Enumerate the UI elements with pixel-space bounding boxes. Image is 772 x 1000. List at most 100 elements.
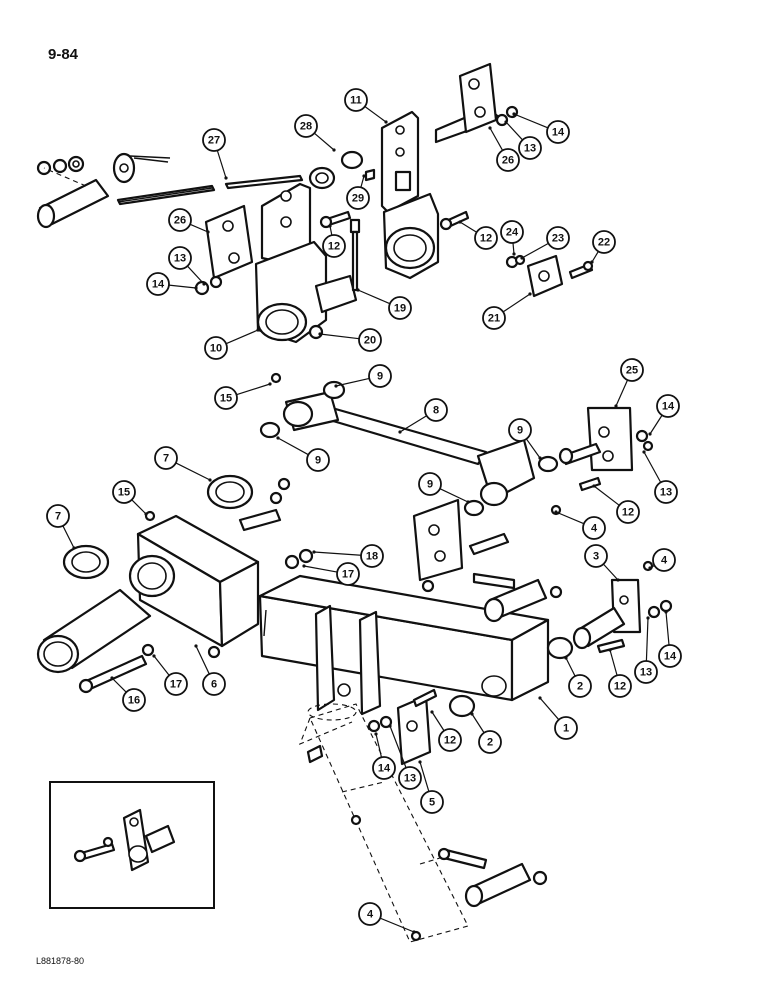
part-callout: 12	[608, 648, 632, 698]
callout-circle	[154, 446, 178, 470]
callout-number: 22	[598, 237, 610, 249]
callout-leader-tip	[152, 654, 156, 658]
part-callout: 23	[520, 226, 570, 260]
callout-leader-tip	[564, 656, 568, 660]
callout-leader-line	[131, 499, 147, 515]
callout-circle	[202, 672, 226, 696]
callout-number: 8	[433, 405, 439, 417]
callout-circle	[372, 756, 396, 780]
callout-circle	[204, 336, 228, 360]
plate-5	[367, 688, 438, 766]
part-callout: 25	[614, 358, 644, 408]
callout-circle	[424, 398, 448, 422]
callout-circle	[358, 328, 382, 352]
callout-number: 14	[152, 279, 165, 291]
plate-21-hardware	[505, 254, 594, 298]
callout-leader-tip	[318, 332, 322, 336]
callout-leader-line	[153, 655, 170, 676]
callout-leader-line	[379, 917, 415, 933]
callout-number: 7	[163, 453, 169, 465]
callout-circle	[654, 480, 678, 504]
callout-number: 23	[552, 233, 564, 245]
callout-circle	[546, 226, 570, 250]
callout-leader-tip	[646, 616, 650, 620]
callout-leader-tip	[616, 578, 620, 582]
part-callout: 13	[168, 246, 206, 286]
part-callout: 15	[112, 480, 148, 516]
callout-leader-line	[431, 711, 445, 732]
callout-leader-tip	[276, 436, 280, 440]
callout-number: 2	[487, 737, 493, 749]
part-callout: 14	[146, 272, 198, 296]
callout-leader-line	[513, 113, 549, 129]
callout-leader-tip	[208, 478, 212, 482]
callout-number: 27	[208, 135, 220, 147]
part-callout: 9	[334, 364, 392, 388]
callout-circle	[202, 128, 226, 152]
bolt-16	[78, 643, 155, 694]
callout-leader-tip	[664, 610, 668, 614]
callout-circle	[546, 120, 570, 144]
plate-25	[558, 406, 654, 492]
callout-circle	[346, 186, 370, 210]
callout-circle	[656, 394, 680, 418]
figure-code: L881878-80	[36, 956, 85, 966]
callout-leader-line	[643, 451, 662, 483]
pin-lower	[437, 847, 548, 908]
callout-leader-line	[375, 733, 383, 758]
callout-number: 17	[342, 569, 354, 581]
callout-leader-line	[313, 551, 362, 556]
part-callout: 12	[430, 710, 462, 752]
callout-leader-line	[360, 175, 365, 188]
main-frame-1	[258, 574, 550, 716]
callout-number: 5	[429, 797, 435, 809]
callout-leader-line	[313, 132, 335, 151]
callout-leader-tip	[384, 120, 388, 124]
callout-leader-line	[236, 383, 271, 396]
part-callout: 16	[110, 676, 146, 712]
callout-number: 9	[315, 455, 321, 467]
part-callout: 19	[356, 288, 412, 320]
part-callout: 27	[202, 128, 228, 180]
callout-leader-tip	[648, 432, 652, 436]
callout-leader-line	[555, 511, 585, 525]
callout-number: 18	[366, 551, 378, 563]
callout-leader-tip	[504, 120, 508, 124]
nuts-upper-left	[194, 275, 324, 340]
callout-leader-tip	[328, 224, 332, 228]
mount-plate-center	[412, 498, 516, 593]
callout-leader-tip	[72, 546, 76, 550]
callout-circle	[344, 88, 368, 112]
callout-leader-line	[168, 284, 197, 289]
callout-leader-line	[175, 462, 211, 481]
callout-leader-line	[609, 649, 618, 676]
callout-leader-tip	[458, 220, 462, 224]
part-callout: 13	[504, 120, 542, 160]
bracket-10	[254, 182, 358, 344]
callout-leader-tip	[470, 712, 474, 716]
part-callout: 2	[564, 656, 592, 698]
callout-leader-line	[615, 379, 629, 407]
callout-leader-tip	[224, 176, 228, 180]
callout-leader-tip	[206, 230, 210, 234]
callout-number: 4	[591, 523, 598, 535]
callout-circle	[592, 230, 616, 254]
part-callout: 20	[318, 328, 382, 352]
callout-leader-tip	[356, 288, 360, 292]
callout-circle	[608, 674, 632, 698]
part-callout: 17	[152, 654, 188, 696]
callout-leader-line	[665, 611, 670, 646]
part-callout: 3	[584, 544, 620, 582]
callout-leader-tip	[614, 404, 618, 408]
part-callout: 14	[648, 394, 680, 436]
callout-number: 15	[220, 393, 232, 405]
bracket-11	[380, 110, 440, 280]
callout-circle	[168, 246, 192, 270]
callout-leader-line	[195, 645, 210, 675]
callout-leader-line	[439, 488, 469, 503]
callout-leader-line	[649, 414, 663, 435]
callout-circle	[478, 730, 502, 754]
callout-leader-line	[645, 617, 649, 662]
part-callout: 9	[276, 436, 330, 472]
callout-leader-tip	[430, 710, 434, 714]
